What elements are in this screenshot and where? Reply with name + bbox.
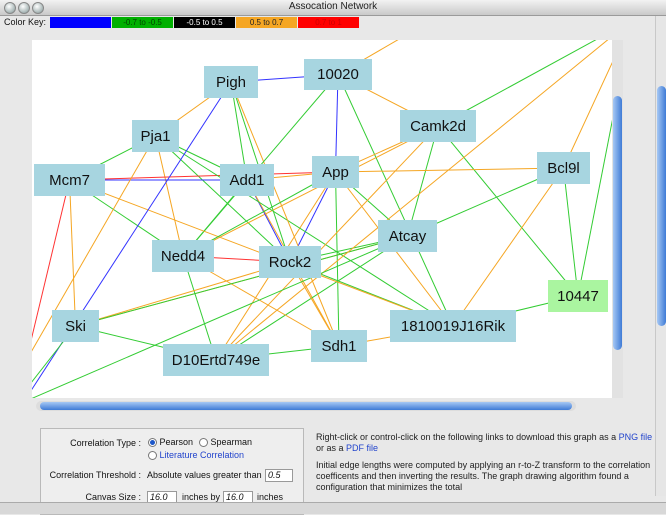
radio-icon	[199, 438, 208, 448]
node-mcm7[interactable]: Mcm7	[34, 164, 105, 196]
node-10447[interactable]: 10447	[548, 280, 608, 312]
radio-icon	[148, 451, 157, 461]
node-app[interactable]: App	[312, 156, 359, 188]
node-camk2d[interactable]: Camk2d	[400, 110, 476, 142]
window-title: Assocation Network	[288, 1, 378, 12]
png-file-link[interactable]: PNG file	[618, 432, 653, 442]
node-pja1[interactable]: Pja1	[132, 120, 179, 152]
info-text: Right-click or control-click on the foll…	[316, 432, 656, 493]
node-atcay[interactable]: Atcay	[378, 220, 437, 252]
settings-panel: Correlation Type : Pearson Spearman Lite…	[40, 428, 304, 515]
graph-vertical-scroll-thumb[interactable]	[613, 96, 622, 350]
swatch-neutral: -0.5 to 0.5	[174, 16, 236, 28]
color-key: Color Key: -1 to -0.7 -0.7 to -0.5 -0.5 …	[4, 16, 360, 28]
swatch-moderate-negative: -0.7 to -0.5	[112, 16, 174, 28]
node-ski[interactable]: Ski	[52, 310, 99, 342]
window-bottom-bar	[0, 502, 666, 514]
spearman-radio[interactable]: Spearman	[199, 437, 253, 448]
close-icon[interactable]	[4, 2, 16, 14]
method-paragraph: Initial edge lengths were computed by ap…	[316, 460, 651, 492]
color-key-label: Color Key:	[4, 17, 47, 27]
swatch-moderate-positive: 0.5 to 0.7	[236, 16, 298, 28]
window-scrollbar[interactable]	[655, 16, 666, 496]
radio-selected-icon	[148, 438, 157, 448]
spearman-label: Spearman	[210, 437, 253, 447]
canvas-unit-text: inches	[257, 492, 284, 502]
threshold-label: Correlation Threshold :	[49, 470, 141, 480]
download-or-text: or as a	[316, 443, 344, 453]
node-10020[interactable]: 10020	[304, 59, 372, 90]
pearson-radio[interactable]: Pearson	[148, 437, 194, 448]
minimize-icon[interactable]	[18, 2, 30, 14]
graph-horizontal-scroll-thumb[interactable]	[40, 402, 572, 410]
node-sdh1[interactable]: Sdh1	[311, 330, 367, 362]
network-graph[interactable]: Pigh 10020 Pja1 Camk2d Mcm7 Add1 App Bcl…	[32, 40, 612, 398]
node-1810019j16rik[interactable]: 1810019J16Rik	[390, 310, 516, 342]
threshold-input[interactable]: 0.5	[265, 469, 293, 482]
graph-vertical-scrollbar[interactable]	[612, 40, 623, 398]
window-scroll-thumb[interactable]	[657, 86, 666, 326]
pdf-file-link[interactable]: PDF file	[346, 443, 379, 453]
node-d10ertd749e[interactable]: D10Ertd749e	[163, 344, 269, 376]
canvas-by-text: inches by	[182, 492, 221, 502]
canvas-size-label: Canvas Size :	[85, 492, 141, 502]
title-bar: Assocation Network	[0, 0, 666, 16]
zoom-icon[interactable]	[32, 2, 44, 14]
threshold-text: Absolute values greater than	[147, 470, 262, 480]
correlation-type-label: Correlation Type :	[70, 438, 141, 448]
literature-radio[interactable]: Literature Correlation	[148, 450, 245, 461]
swatch-strong-positive: 0.7 to 1	[298, 16, 360, 28]
node-bcl9l[interactable]: Bcl9l	[537, 152, 590, 184]
swatch-strong-negative: -1 to -0.7	[50, 16, 112, 28]
node-nedd4[interactable]: Nedd4	[152, 240, 214, 272]
download-paragraph: Right-click or control-click on the foll…	[316, 432, 656, 454]
node-add1[interactable]: Add1	[220, 164, 274, 196]
node-pigh[interactable]: Pigh	[204, 66, 258, 98]
download-text: Right-click or control-click on the foll…	[316, 432, 617, 442]
literature-label: Literature Correlation	[159, 450, 245, 460]
node-rock2[interactable]: Rock2	[259, 246, 321, 278]
graph-horizontal-scrollbar[interactable]	[36, 401, 576, 411]
pearson-label: Pearson	[159, 437, 194, 447]
